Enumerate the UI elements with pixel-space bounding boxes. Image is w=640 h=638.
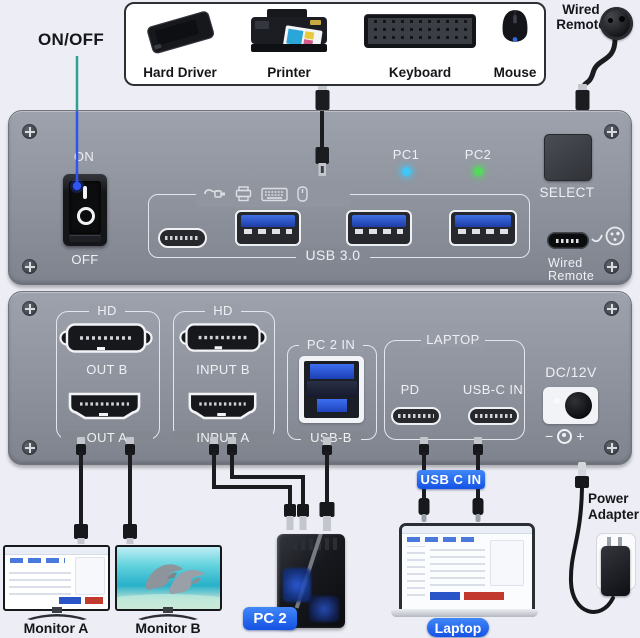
pc1-label: PC1	[392, 147, 420, 162]
plug-prong	[607, 537, 611, 546]
usb-c-front-port	[158, 228, 207, 248]
rear-panel: HD OUT B OUT A HD INPUT B	[8, 291, 632, 465]
polarity-symbol: − +	[545, 428, 585, 444]
keyboard-icon	[261, 187, 288, 201]
hd-out-group-label: HD	[89, 304, 125, 318]
printer-icon	[235, 186, 252, 202]
pc2-badge: PC 2	[243, 607, 297, 630]
out-a-label: OUT A	[61, 431, 153, 445]
monitor-b-stand	[138, 607, 198, 620]
plug-prong	[618, 537, 622, 546]
monitor-b-screen	[115, 545, 222, 611]
peripheral-label: Mouse	[493, 65, 537, 80]
usb-a-port-3	[449, 210, 517, 246]
phillips-screw-icon	[604, 301, 619, 316]
phillips-screw-icon	[22, 124, 37, 139]
wired-remote-port	[547, 232, 589, 249]
pd-label: PD	[400, 382, 420, 397]
input-b-port	[179, 323, 267, 352]
monitor-a-label: Monitor A	[23, 620, 89, 636]
pc2-label: PC2	[464, 147, 492, 162]
phillips-screw-icon	[22, 301, 37, 316]
peripheral-keyboard: Keyboard	[354, 8, 486, 80]
peripheral-label: Keyboard	[388, 65, 452, 80]
usb-c-in-badge: USB C IN	[417, 470, 485, 489]
usb-b-port	[299, 356, 364, 423]
usb-c-in-label: USB-C IN	[462, 382, 524, 397]
phillips-screw-icon	[22, 259, 37, 274]
peripheral-label: Printer	[267, 65, 311, 80]
phillips-screw-icon	[604, 440, 619, 455]
power-rocker-switch	[63, 174, 107, 246]
laptop-badge: Laptop	[427, 618, 489, 637]
input-a-label: INPUT A	[173, 431, 273, 445]
select-button	[544, 134, 592, 181]
peripherals-box: Hard Driver Printer Keyboard	[124, 2, 546, 86]
laptop-screen	[399, 523, 535, 616]
power-adapter	[601, 546, 630, 596]
select-label: SELECT	[539, 185, 595, 200]
keyboard-icon	[364, 14, 476, 48]
laptop-base	[391, 609, 538, 617]
dolphins-image	[117, 564, 220, 609]
usb-c-in-port	[468, 407, 519, 425]
remote-button-icon	[600, 7, 633, 40]
pc1-led	[402, 167, 411, 176]
usb-a-port-1	[235, 210, 301, 246]
out-b-label: OUT B	[86, 362, 128, 377]
monitor-b-label: Monitor B	[135, 620, 201, 636]
monitor-a-stand	[27, 607, 87, 620]
on-off-callout-label: ON/OFF	[38, 30, 105, 49]
off-label: OFF	[71, 252, 99, 267]
out-b-port	[59, 323, 153, 353]
usb-plug-icon	[204, 189, 225, 198]
peripheral-icons-row	[196, 181, 350, 207]
pc2-led	[474, 167, 483, 176]
laptop-group-label: LAPTOP	[421, 333, 485, 347]
remote-button-icon	[591, 226, 625, 246]
front-panel: ON OFF	[8, 110, 632, 285]
dc-power-jack	[543, 387, 598, 424]
usb-b-label: USB-B	[301, 431, 361, 445]
phillips-screw-icon	[604, 124, 619, 139]
on-label: ON	[73, 149, 95, 164]
out-a-port	[68, 392, 141, 420]
peripheral-label: Hard Driver	[143, 65, 217, 80]
monitor-a-screen	[3, 545, 110, 611]
peripheral-mouse: Mouse	[488, 8, 542, 80]
pd-port	[391, 407, 441, 425]
pc2-in-label: PC 2 IN	[299, 338, 363, 352]
mouse-icon	[502, 10, 528, 42]
input-a-port	[188, 392, 257, 420]
peripheral-printer: Printer	[232, 8, 346, 80]
phillips-screw-icon	[604, 259, 619, 274]
phillips-screw-icon	[22, 440, 37, 455]
peripheral-hard-drive: Hard Driver	[130, 8, 230, 80]
mouse-icon	[297, 186, 308, 202]
dc-label: DC/12V	[545, 364, 597, 380]
usb-a-port-2	[346, 210, 412, 246]
printer-icon	[251, 9, 327, 52]
input-b-label: INPUT B	[196, 362, 250, 377]
usb30-label: USB 3.0	[296, 248, 370, 262]
wired-remote-cable	[580, 36, 618, 93]
hard-drive-icon	[147, 11, 215, 54]
hd-in-group-label: HD	[205, 304, 241, 318]
